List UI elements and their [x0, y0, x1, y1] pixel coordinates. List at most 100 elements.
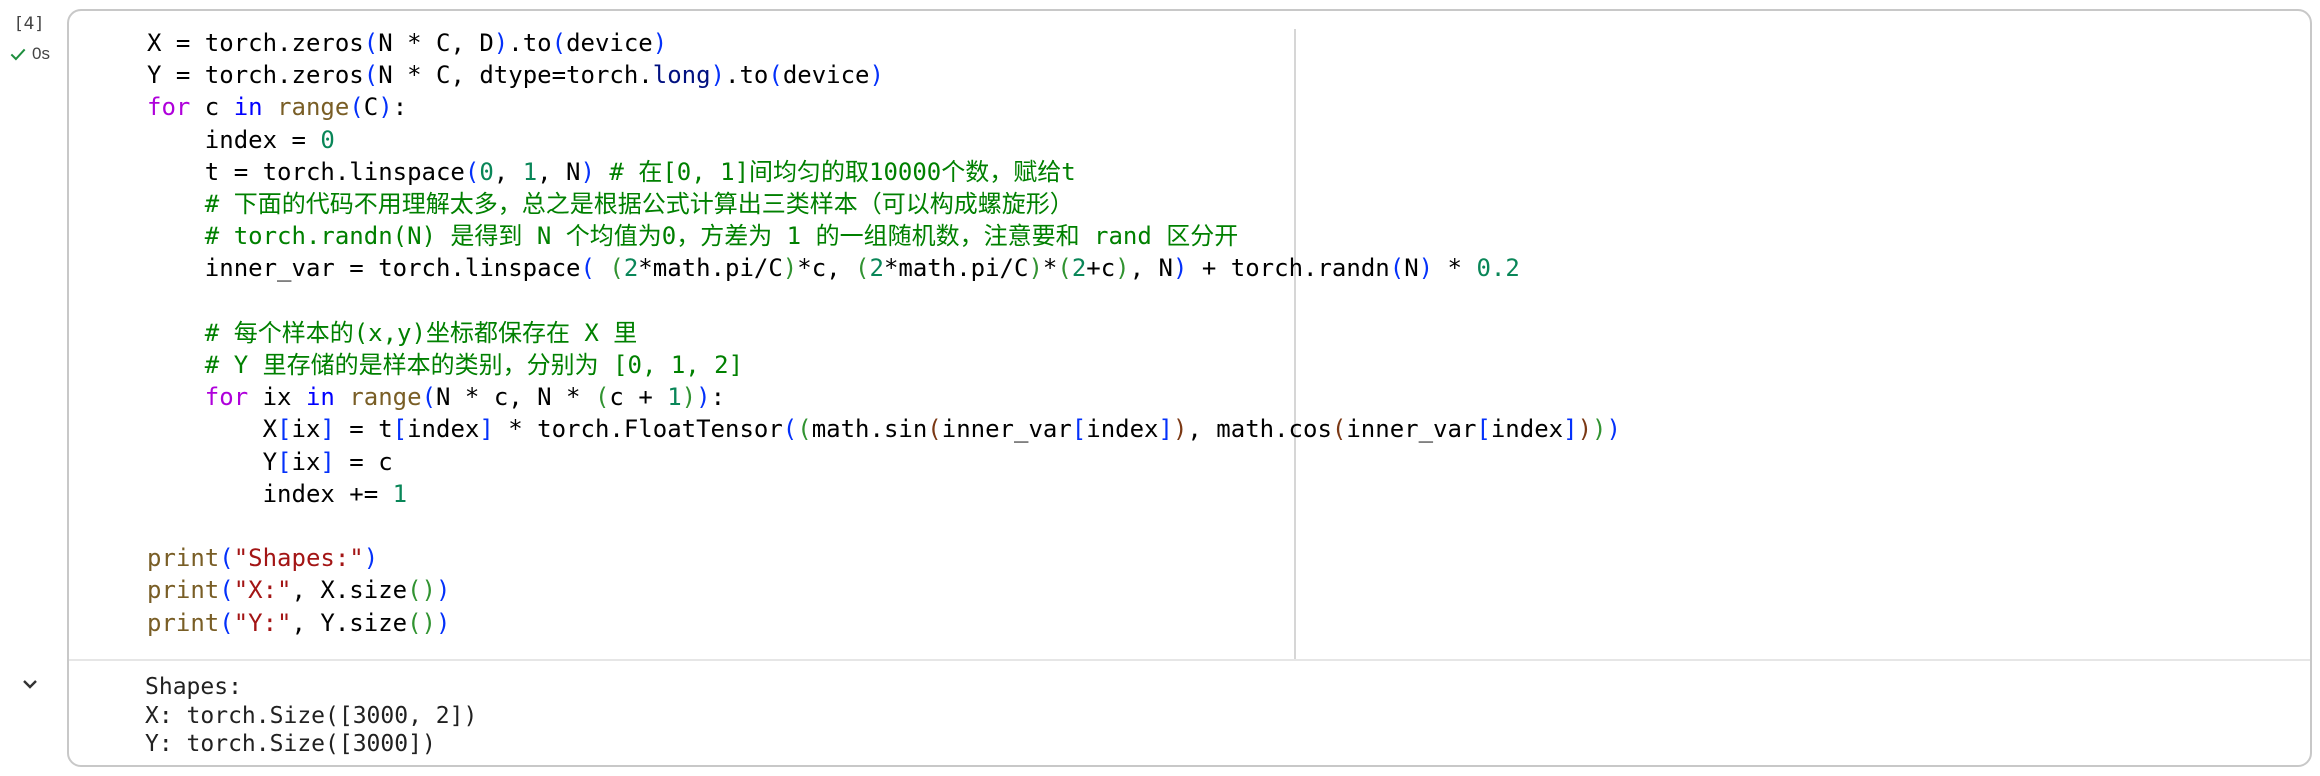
code-token: X = torch.zeros: [147, 29, 364, 57]
code-token: [147, 222, 205, 250]
code-line: Y[ix] = c: [147, 446, 1621, 478]
code-token: ]: [1158, 415, 1173, 444]
run-time: 0s: [32, 44, 50, 63]
code-token: C: [363, 93, 379, 122]
code-token: *c,: [797, 254, 856, 283]
code-token: [: [1476, 415, 1491, 444]
code-token: (: [421, 383, 437, 412]
code-token: (: [782, 415, 798, 444]
code-token: # torch.randn(N) 是得到 N 个均值为0，方差为 1 的一组随机…: [204, 222, 1239, 251]
code-token: (: [407, 576, 422, 605]
run-status: 0s: [8, 44, 50, 64]
code-token: ): [436, 608, 451, 637]
code-editor[interactable]: X = torch.zeros(N * C, D).to(device)Y = …: [147, 27, 1621, 639]
code-token: *: [1042, 254, 1058, 283]
code-line: index = 0: [147, 124, 1621, 156]
code-token: c: [190, 93, 234, 122]
code-token: c +: [609, 383, 668, 412]
code-token: ]: [320, 447, 335, 476]
code-token: 1: [667, 383, 682, 412]
code-token: (: [219, 544, 234, 573]
code-token: ): [869, 61, 884, 90]
code-token: "Shapes:": [233, 544, 364, 573]
code-token: (: [580, 254, 595, 283]
code-token: ): [421, 608, 436, 637]
code-token: (: [1057, 254, 1072, 283]
code-token: :: [392, 93, 408, 122]
code-token: ): [1606, 415, 1621, 444]
code-token: [263, 93, 277, 121]
code-token: Y = torch.zeros: [147, 61, 364, 90]
code-token: N * C, dtype=torch.: [378, 61, 653, 90]
code-token: [595, 158, 609, 186]
cell-output: Shapes: X: torch.Size([3000, 2]) Y: torc…: [145, 673, 477, 759]
code-token: :: [710, 383, 726, 412]
code-token: (: [1389, 254, 1405, 283]
code-token: ]: [320, 415, 335, 444]
code-token: ): [681, 383, 697, 412]
execution-count: [4]: [16, 14, 44, 34]
code-token: ,: [493, 157, 523, 186]
code-token: [: [277, 415, 292, 444]
code-token: ): [493, 29, 509, 57]
code-token: [: [392, 415, 408, 444]
code-line: X = torch.zeros(N * C, D).to(device): [147, 27, 1621, 59]
code-token: ix: [291, 415, 321, 444]
output-toggle-button[interactable]: [18, 672, 42, 696]
code-token: index: [1086, 415, 1159, 444]
code-token: ): [710, 61, 725, 90]
code-token: ): [363, 544, 379, 573]
code-token: (: [797, 415, 812, 444]
code-token: (: [609, 254, 624, 283]
code-line: X[ix] = t[index] * torch.FloatTensor((ma…: [147, 413, 1621, 445]
code-token: (: [363, 29, 379, 57]
code-token: (: [551, 29, 567, 57]
code-line: print("Shapes:"): [147, 542, 1621, 574]
code-token: , N: [537, 157, 581, 186]
code-token: (: [407, 608, 422, 637]
output-line: X: torch.Size([3000, 2]): [145, 702, 478, 729]
code-token: (: [349, 93, 364, 122]
code-line: inner_var = torch.linspace( (2*math.pi/C…: [147, 252, 1621, 284]
code-token: "X:": [233, 576, 292, 605]
code-token: 2: [623, 254, 639, 283]
code-token: ): [1172, 254, 1188, 283]
code-token: ): [652, 29, 668, 57]
code-token: N: [1404, 254, 1419, 283]
code-token: 1: [522, 157, 538, 186]
code-cell[interactable]: X = torch.zeros(N * C, D).to(device)Y = …: [67, 9, 2312, 767]
code-line: index += 1: [147, 478, 1621, 510]
code-token: math.sin: [811, 415, 928, 444]
code-line: t = torch.linspace(0, 1, N) # 在[0, 1]间均匀…: [147, 156, 1621, 188]
code-token: in: [305, 383, 335, 412]
code-line: # 每个样本的(x,y)坐标都保存在 X 里: [147, 317, 1621, 349]
code-token: ): [436, 576, 451, 605]
code-token: device: [566, 29, 653, 57]
code-token: [: [277, 447, 292, 476]
code-token: [335, 383, 349, 411]
code-token: ix: [248, 383, 306, 412]
code-token: ): [1418, 254, 1434, 283]
code-token: (: [927, 415, 942, 444]
code-token: , N: [1129, 254, 1173, 283]
code-token: range: [277, 93, 350, 122]
code-token: +c: [1086, 254, 1116, 283]
code-line: [147, 285, 1621, 317]
code-token: ): [696, 383, 711, 412]
code-token: (: [855, 254, 870, 283]
code-token: *math.pi/C: [638, 254, 783, 283]
code-line: print("Y:", Y.size()): [147, 607, 1621, 639]
code-token: for: [147, 93, 191, 122]
code-token: *math.pi/C: [883, 254, 1029, 283]
code-token: = t: [334, 415, 393, 444]
code-line: [147, 510, 1621, 542]
code-token: N * C, D: [378, 29, 494, 57]
code-line: # 下面的代码不用理解太多，总之是根据公式计算出三类样本（可以构成螺旋形）: [147, 188, 1621, 220]
code-line: Y = torch.zeros(N * C, dtype=torch.long)…: [147, 59, 1621, 91]
code-token: (: [768, 61, 783, 90]
code-token: [147, 190, 205, 218]
code-token: Y: [147, 447, 278, 476]
code-line: for ix in range(N * c, N * (c + 1)):: [147, 381, 1621, 413]
code-token: in: [233, 93, 263, 122]
code-token: "Y:": [233, 608, 292, 637]
